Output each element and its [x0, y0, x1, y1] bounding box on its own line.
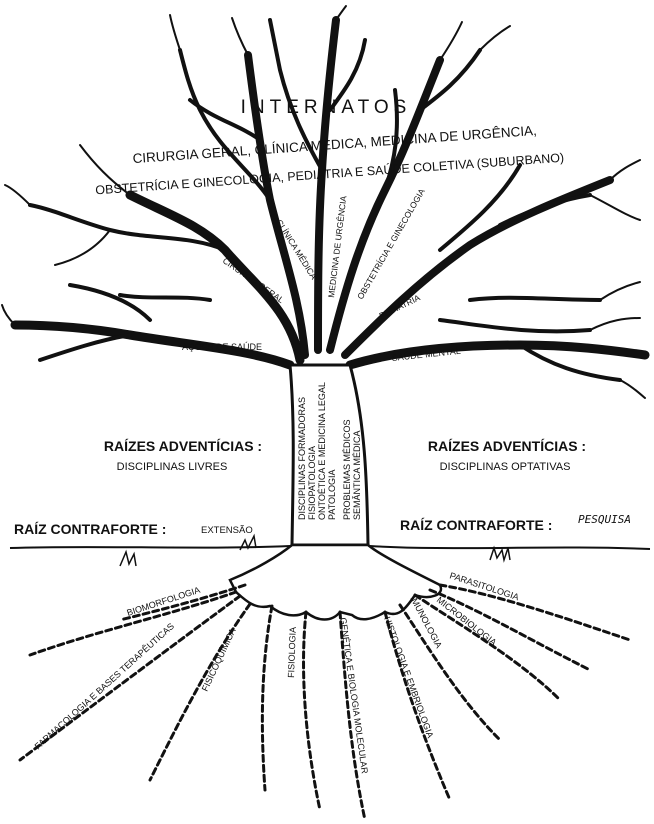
trunk-item-fisiopatologia: FISIOPATOLOGIA	[307, 446, 317, 520]
trunk-item-problemas-medicos: PROBLEMAS MÉDICOS	[342, 419, 352, 520]
trunk-item-patologia: PATOLOGIA	[327, 469, 337, 520]
buttress-right-value: PESQUISA	[578, 513, 631, 526]
adventitious-right-subtitle: DISCIPLINAS OPTATIVAS	[440, 461, 571, 473]
buttress-right-title: RAÍZ CONTRAFORTE :	[400, 517, 552, 533]
root-label-parasitologia: PARASITOLOGIA	[448, 570, 520, 602]
buttress-left: RAÍZ CONTRAFORTE : EXTENSÃO	[14, 521, 253, 537]
adventitious-left: RAÍZES ADVENTÍCIAS : DISCIPLINAS LIVRES	[104, 438, 262, 473]
trunk-item-ontoetica: ONTOÉTICA E MEDICINA LEGAL	[317, 382, 327, 520]
internatos-title: INTERNATOS	[241, 97, 412, 118]
adventitious-left-subtitle: DISCIPLINAS LIVRES	[117, 461, 228, 473]
trunk-item-disciplinas-formadoras: DISCIPLINAS FORMADORAS	[297, 397, 307, 520]
buttress-left-value: EXTENSÃO	[201, 525, 253, 536]
root-label-fisicoquimica: FISICOQUÍMICA	[200, 627, 238, 693]
adventitious-right-title: RAÍZES ADVENTÍCIAS :	[428, 438, 586, 454]
root-label-farmacologia: FARMACOLOGIA E BASES TERAPÊUTICAS	[33, 621, 176, 751]
adventitious-left-title: RAÍZES ADVENTÍCIAS :	[104, 438, 262, 454]
branch-label-pediatria: PEDIATRIA	[377, 292, 421, 321]
tree-branches	[2, 6, 645, 398]
root-label-fisiologia: FISIOLOGIA	[286, 627, 298, 678]
root-base	[230, 545, 441, 620]
adventitious-right: RAÍZES ADVENTÍCIAS : DISCIPLINAS OPTATIV…	[428, 438, 586, 473]
trunk-item-semantica-medica: SEMÂNTICA MÉDICA	[352, 430, 362, 520]
branch-label-cirurgia-geral: CIRURGIA GERAL	[221, 255, 286, 305]
buttress-right: RAÍZ CONTRAFORTE : PESQUISA	[400, 513, 631, 533]
root-label-microbiologia: MICROBIOLOGIA	[435, 595, 499, 648]
crown-labels: INTERNATOS CIRURGIA GERAL, CLÍNICA MÉDIC…	[95, 97, 565, 197]
buttress-left-title: RAÍZ CONTRAFORTE :	[14, 521, 166, 537]
branch-label-acoes-saude: AÇÕES DE SAÚDE	[182, 342, 262, 352]
